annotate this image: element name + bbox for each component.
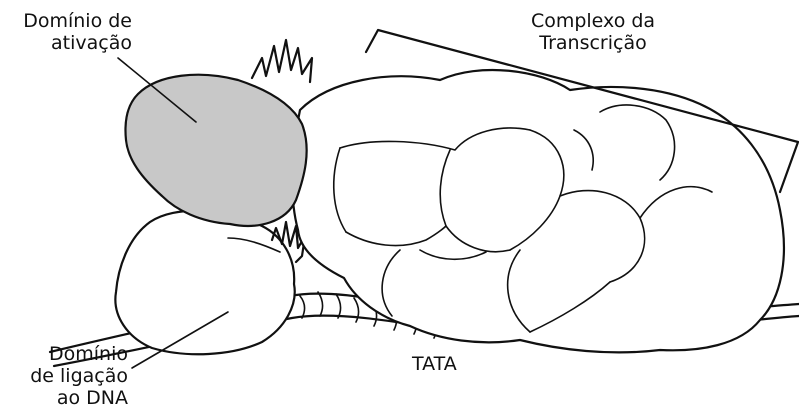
dna-binding-domain-shape — [115, 211, 294, 355]
transcription-complex-shape — [292, 70, 784, 352]
transcription-complex-label: Complexo da Transcrição — [518, 10, 668, 54]
activation-domain-label: Domínio de ativação — [0, 10, 132, 54]
dna-binding-domain-label: Domínio de ligação ao DNA — [0, 343, 128, 409]
spike-top — [252, 40, 312, 82]
tata-label: TATA — [412, 353, 457, 375]
transcription-complex-label-line-2: Transcrição — [518, 32, 668, 54]
dna-binding-domain-label-line-1: Domínio — [0, 343, 128, 365]
activation-domain-label-line-2: ativação — [0, 32, 132, 54]
transcription-complex-label-line-1: Complexo da — [518, 10, 668, 32]
dna-binding-domain-label-line-2: de ligação — [0, 365, 128, 387]
activation-domain-label-line-1: Domínio de — [0, 10, 132, 32]
dna-binding-domain-label-line-3: ao DNA — [0, 387, 128, 409]
activation-domain-shape — [126, 75, 307, 226]
